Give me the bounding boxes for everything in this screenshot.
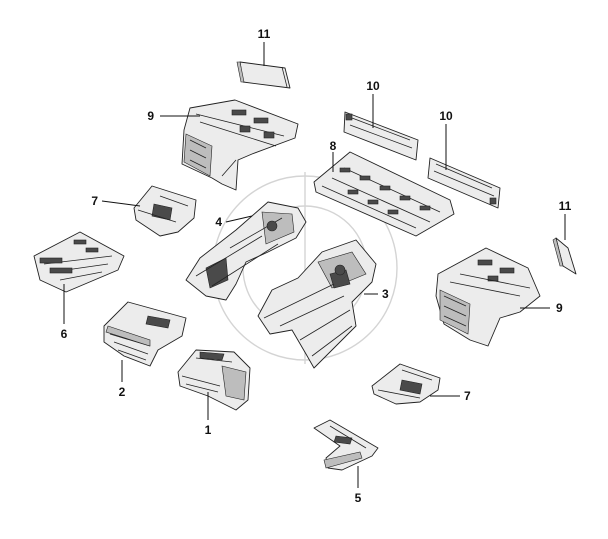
callout-11-top: 11	[258, 27, 271, 66]
callout-number: 9	[147, 109, 154, 123]
callout-9-right: 9	[520, 301, 563, 315]
callout-number: 11	[258, 27, 271, 41]
part-1-crossmember[interactable]	[177, 349, 251, 411]
part-9-right-floor[interactable]	[435, 247, 541, 347]
callout-7-left: 7	[91, 194, 141, 208]
part-8-floor[interactable]	[313, 151, 455, 237]
callout-number: 10	[439, 109, 453, 123]
callout-number: 8	[330, 139, 337, 153]
callout-11-right: 11	[559, 199, 572, 240]
callout-number: 6	[61, 327, 68, 341]
callout-9-left: 9	[147, 109, 200, 123]
part-3-center-floor[interactable]	[257, 239, 377, 369]
callout-number: 1	[205, 423, 212, 437]
callout-number: 4	[215, 215, 222, 229]
part-2-crossmember[interactable]	[103, 301, 187, 367]
part-4-front-floor[interactable]	[185, 201, 307, 301]
callout-number: 7	[91, 194, 98, 208]
callout-number: 9	[556, 301, 563, 315]
callout-6: 6	[61, 284, 68, 341]
callout-4: 4	[215, 215, 253, 229]
callout-number: 7	[464, 389, 471, 403]
callout-7-right: 7	[430, 389, 471, 403]
callout-1: 1	[205, 392, 212, 437]
callout-8: 8	[330, 139, 337, 172]
callout-number: 5	[355, 491, 362, 505]
callout-number: 3	[382, 287, 389, 301]
callout-number: 10	[366, 79, 380, 93]
callout-2: 2	[119, 360, 126, 399]
callout-number: 2	[119, 385, 126, 399]
callout-10-right: 10	[439, 109, 453, 170]
part-10-right-rail[interactable]	[427, 157, 501, 209]
part-9-left-floor[interactable]	[181, 99, 299, 191]
callout-5: 5	[355, 466, 362, 505]
part-7-left-bracket[interactable]	[133, 185, 197, 237]
part-5-plate[interactable]	[313, 419, 379, 471]
callout-3: 3	[364, 287, 389, 301]
part-7-right-bracket[interactable]	[371, 363, 441, 405]
part-11-top-panel[interactable]	[236, 61, 291, 89]
part-10-left-rail[interactable]	[343, 111, 419, 161]
callout-10-left: 10	[366, 79, 380, 128]
callout-number: 11	[559, 199, 572, 213]
part-6-panel[interactable]	[33, 231, 125, 293]
part-11-right-panel[interactable]	[552, 237, 577, 275]
